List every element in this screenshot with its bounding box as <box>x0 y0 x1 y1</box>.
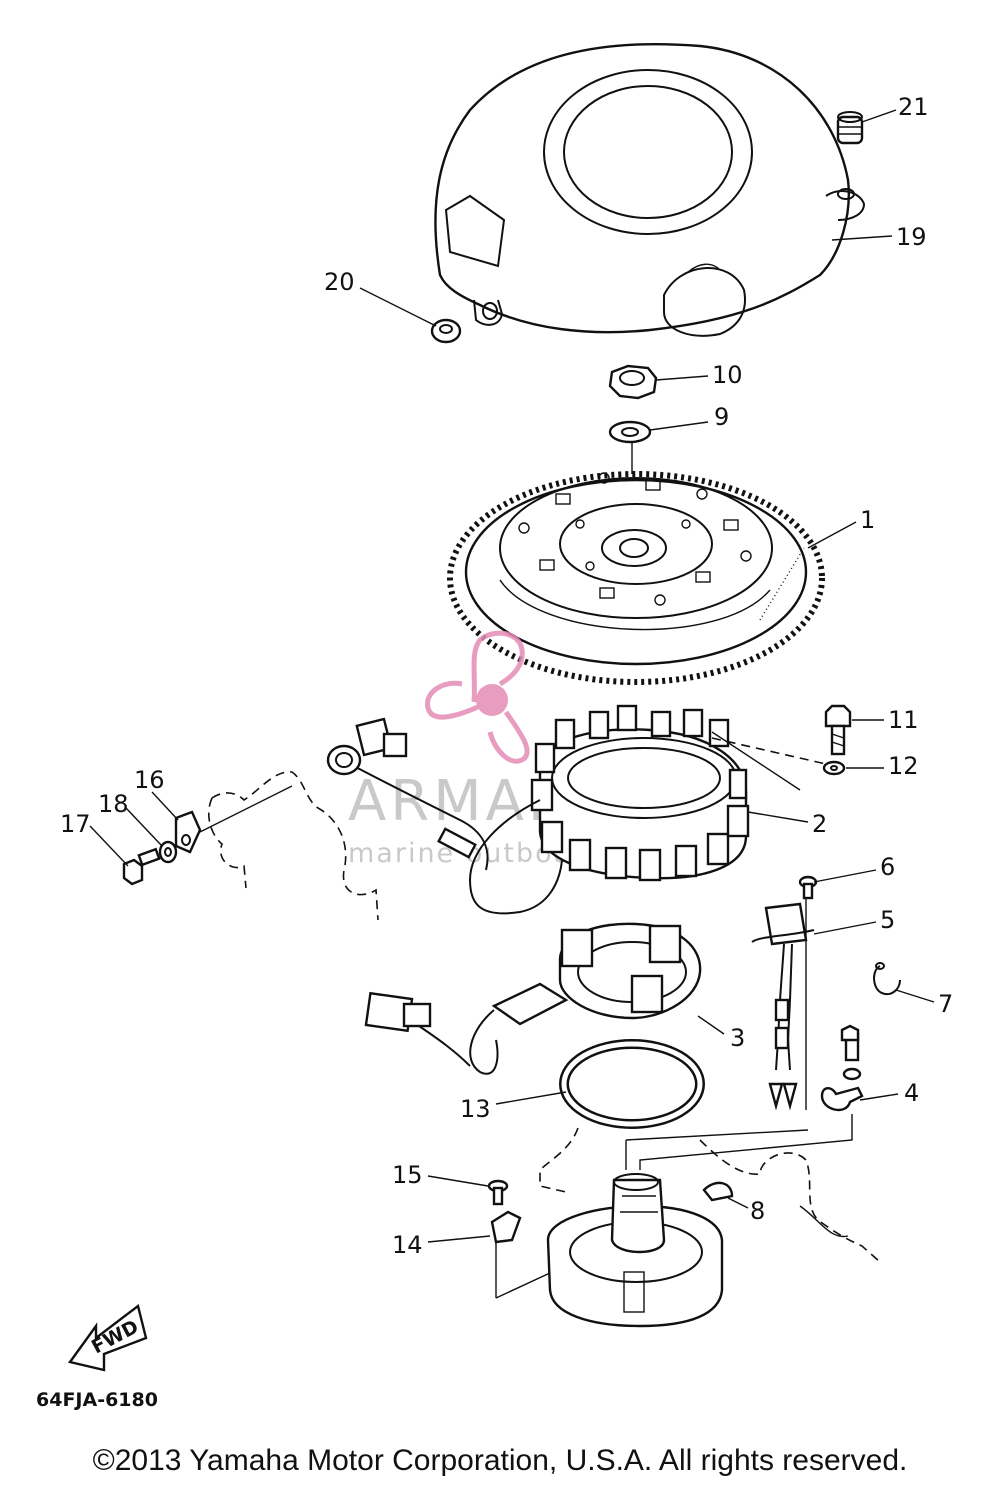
label-part-15: 15 <box>392 1161 423 1189</box>
part-19-flywheel-cover <box>434 42 866 337</box>
diagram-code: 64FJA-6180 <box>36 1389 158 1411</box>
part-20-grommet <box>430 318 462 344</box>
fwd-arrow-icon: FWD <box>67 1303 148 1372</box>
callout-labels: 21 19 20 10 9 1 11 12 2 6 5 7 3 4 13 8 1… <box>60 93 953 1259</box>
label-part-20: 20 <box>324 268 355 296</box>
label-part-2: 2 <box>812 810 827 838</box>
part-11-bolt <box>824 704 852 756</box>
stator-mount-line <box>711 731 801 791</box>
diagram-canvas: ARMADA marine outboards <box>36 42 953 1411</box>
part-6-screw <box>798 875 818 900</box>
copyright-notice: ©2013 Yamaha Motor Corporation, U.S.A. A… <box>92 1444 908 1477</box>
part-7-clip <box>873 962 901 996</box>
label-part-19: 19 <box>896 223 927 251</box>
part-1-flywheel <box>447 471 825 685</box>
label-part-8: 8 <box>750 1197 765 1225</box>
part-14-bracket <box>490 1210 579 1299</box>
part-5-sensor <box>751 892 815 1111</box>
label-part-7: 7 <box>938 990 953 1018</box>
part-18-washer <box>158 840 178 864</box>
engine-block-outline <box>207 771 379 921</box>
part-2-stator <box>530 704 750 882</box>
part-10-nut <box>608 364 658 400</box>
label-part-10: 10 <box>712 361 743 389</box>
label-part-21: 21 <box>898 93 929 121</box>
label-part-12: 12 <box>888 752 919 780</box>
propeller-logo-icon <box>425 630 530 764</box>
label-part-3: 3 <box>730 1024 745 1052</box>
stator-bolt-guide-line <box>711 737 827 765</box>
bracket-guide-line <box>199 785 293 833</box>
part-15-screw <box>487 1179 509 1206</box>
part-8-key <box>702 1181 734 1202</box>
label-part-17: 17 <box>60 810 91 838</box>
part-16-bracket <box>174 810 202 854</box>
part-3-pulser-coil <box>364 922 702 1075</box>
label-part-5: 5 <box>880 906 895 934</box>
callout-leaders <box>89 109 935 1243</box>
label-part-9: 9 <box>714 403 729 431</box>
label-part-11: 11 <box>888 706 919 734</box>
stator-wire-harness <box>326 717 563 915</box>
label-part-13: 13 <box>460 1095 491 1123</box>
part-4-clamp <box>639 1024 864 1170</box>
part-21-grommet <box>836 111 864 145</box>
label-part-14: 14 <box>392 1231 423 1259</box>
crankcase-base <box>546 1173 724 1328</box>
label-part-16: 16 <box>134 766 165 794</box>
part-17-bolt <box>122 847 161 886</box>
label-part-1: 1 <box>860 506 875 534</box>
lower-engine-outline <box>539 1127 881 1263</box>
label-part-6: 6 <box>880 853 895 881</box>
part-9-washer <box>608 420 652 444</box>
sensor-guide-line <box>625 1129 809 1141</box>
label-part-18: 18 <box>98 790 129 818</box>
label-part-4: 4 <box>904 1079 919 1107</box>
part-12-washer <box>822 760 846 776</box>
part-13-ring <box>559 1039 705 1129</box>
